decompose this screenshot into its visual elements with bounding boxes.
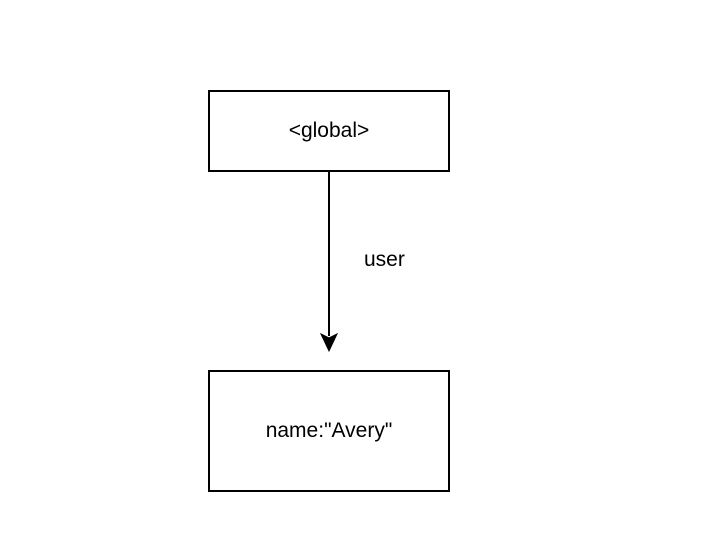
arrowhead-icon	[319, 332, 339, 353]
user-object-label: name:"Avery"	[265, 419, 393, 442]
edge-label-user: user	[364, 248, 405, 271]
user-object-node[interactable]: name:"Avery"	[208, 370, 450, 492]
global-scope-node[interactable]: <global>	[208, 90, 450, 172]
global-scope-label: <global>	[288, 119, 370, 142]
